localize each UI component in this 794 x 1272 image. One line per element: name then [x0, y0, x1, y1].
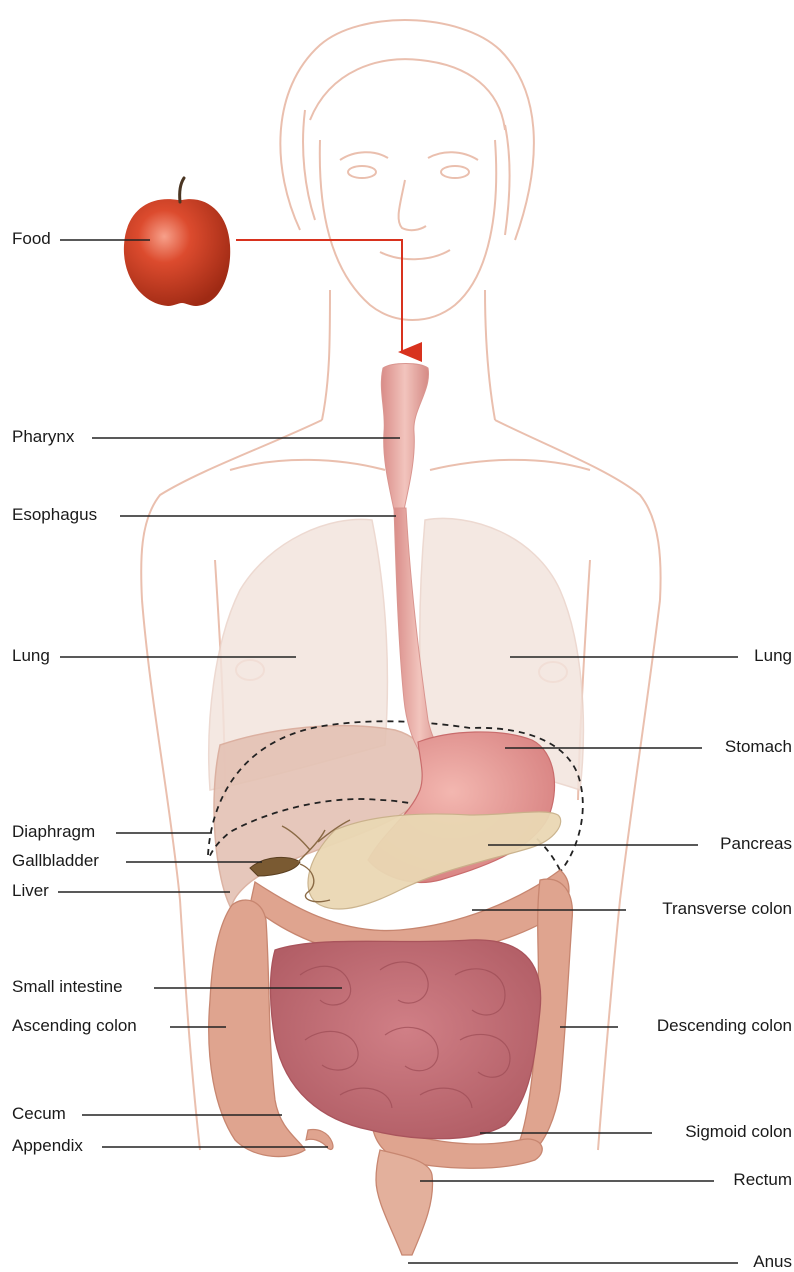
- label-anus: Anus: [753, 1252, 792, 1272]
- label-appendix: Appendix: [12, 1136, 83, 1156]
- label-rectum: Rectum: [733, 1170, 792, 1190]
- label-small-intestine: Small intestine: [12, 977, 123, 997]
- label-food: Food: [12, 229, 51, 249]
- label-cecum: Cecum: [12, 1104, 66, 1124]
- label-pancreas: Pancreas: [720, 834, 792, 854]
- apple-food-illustration: [124, 178, 230, 306]
- pharynx-shape: [381, 364, 428, 511]
- food-path-arrow: [236, 240, 402, 352]
- label-liver: Liver: [12, 881, 49, 901]
- small-intestine: [270, 940, 540, 1139]
- label-diaphragm: Diaphragm: [12, 822, 95, 842]
- rectum-shape: [376, 1150, 433, 1255]
- label-esophagus: Esophagus: [12, 505, 97, 525]
- label-lung-right: Lung: [754, 646, 792, 666]
- label-ascending-colon: Ascending colon: [12, 1016, 137, 1036]
- label-gallbladder: Gallbladder: [12, 851, 99, 871]
- label-pharynx: Pharynx: [12, 427, 74, 447]
- label-sigmoid-colon: Sigmoid colon: [685, 1122, 792, 1142]
- label-transverse-colon: Transverse colon: [662, 899, 792, 919]
- label-stomach: Stomach: [725, 737, 792, 757]
- label-lung-left: Lung: [12, 646, 50, 666]
- label-descending-colon: Descending colon: [657, 1016, 792, 1036]
